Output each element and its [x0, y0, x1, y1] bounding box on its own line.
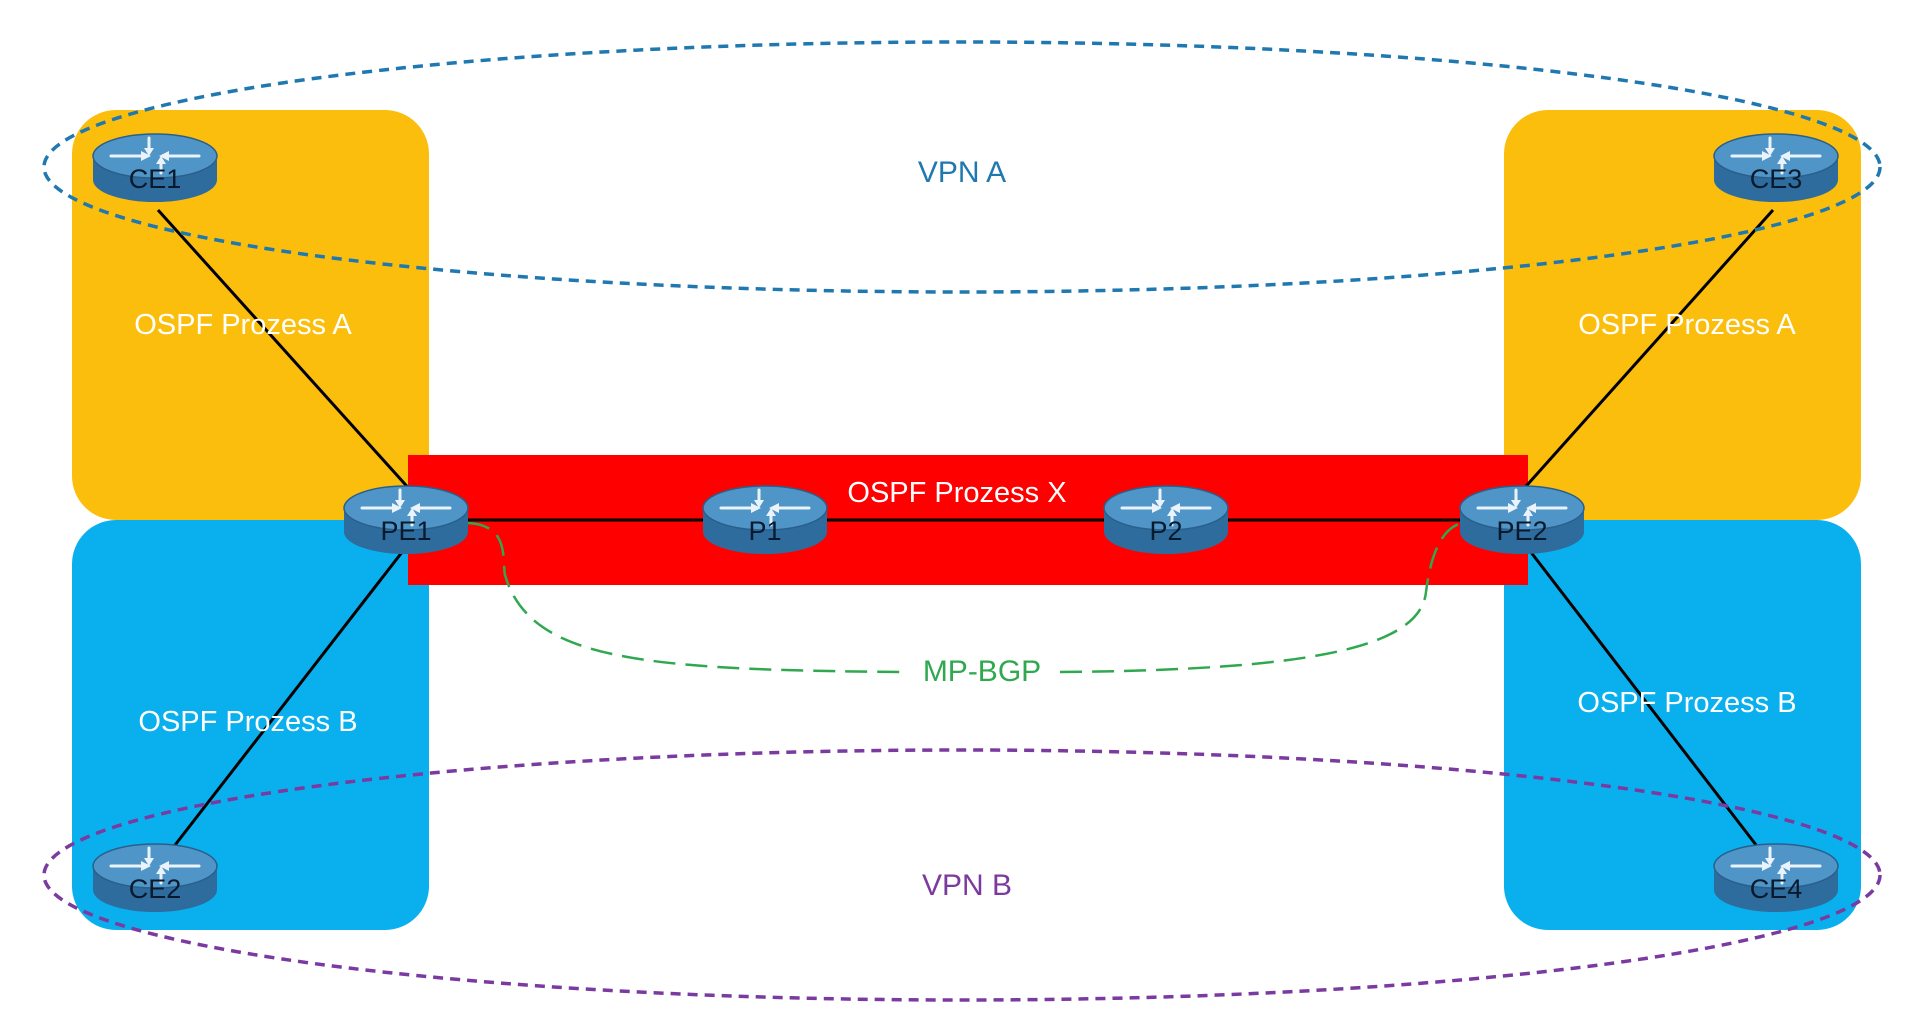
router-p1-label: P1: [748, 516, 781, 546]
router-pe2: PE2: [1458, 484, 1586, 556]
ospf-b-left-area: [72, 520, 429, 930]
link-pe2-ce4: [1518, 537, 1775, 868]
vpn-b-ellipse: [42, 748, 1882, 1002]
router-ce2-label: CE2: [129, 874, 182, 904]
vpn-b-label: VPN B: [922, 869, 1012, 902]
ospf-b-left-label: OSPF Prozess B: [138, 706, 357, 738]
ospf-b-right-area: [1504, 520, 1861, 930]
ospf-b-right-label: OSPF Prozess B: [1577, 687, 1796, 719]
ospf-a-right-label: OSPF Prozess A: [1578, 309, 1796, 341]
link-ce3-pe2: [1518, 209, 1775, 494]
ospf-x-label: OSPF Prozess X: [847, 477, 1066, 509]
router-ce2: CE2: [91, 842, 219, 914]
router-p2: P2: [1102, 484, 1230, 556]
router-pe1-label: PE1: [380, 516, 431, 546]
link-pe1-ce2: [156, 537, 415, 868]
mp-bgp-label: MP-BGP: [923, 655, 1041, 688]
router-ce4: CE4: [1712, 842, 1840, 914]
router-p2-label: P2: [1149, 516, 1182, 546]
vpn-a-label: VPN A: [918, 156, 1006, 189]
router-pe2-label: PE2: [1496, 516, 1547, 546]
vpn-a-ellipse: [42, 40, 1882, 294]
router-p1: P1: [701, 484, 829, 556]
link-ce1-pe1: [156, 208, 415, 495]
router-pe1: PE1: [342, 484, 470, 556]
mp-bgp-session-line: [467, 520, 1471, 674]
router-ce3-label: CE3: [1750, 164, 1803, 194]
router-ce4-label: CE4: [1750, 874, 1803, 904]
router-ce1: CE1: [91, 132, 219, 204]
links: [156, 208, 1775, 868]
router-ce3: CE3: [1712, 132, 1840, 204]
router-ce1-label: CE1: [129, 164, 182, 194]
ospf-a-left-label: OSPF Prozess A: [134, 309, 352, 341]
